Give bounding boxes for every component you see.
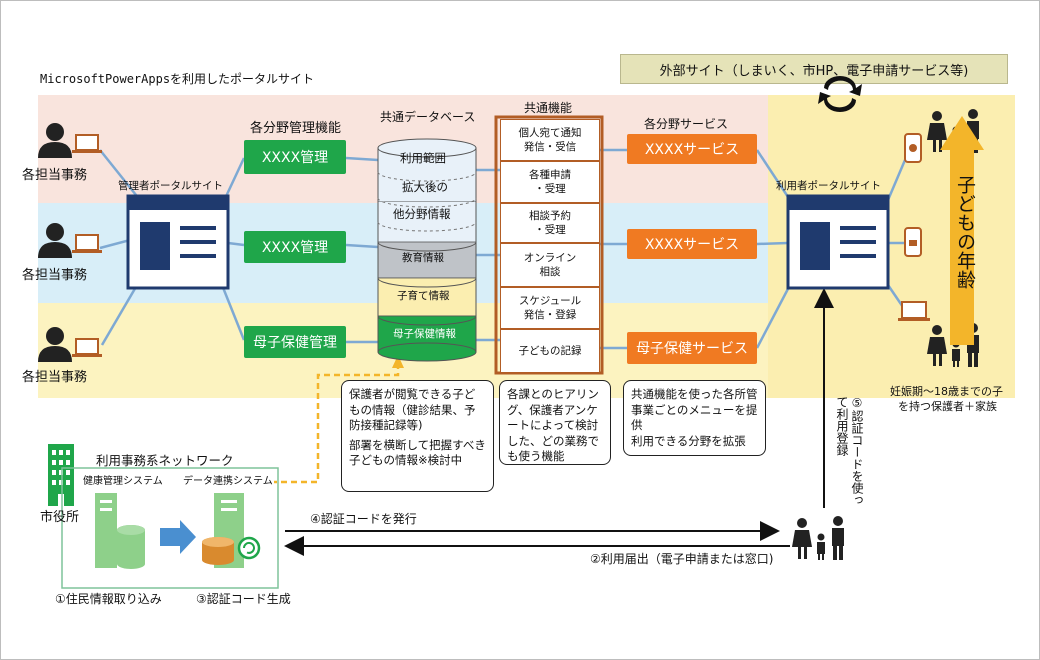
- database-note: 保護者が閲覧できる子どもの情報（健診結果、予防接種記録等) 部署を横断して把握す…: [341, 380, 494, 492]
- admin-portal-window: [126, 194, 230, 290]
- transfer-arrow-icon: [160, 520, 196, 554]
- database-cylinder: [377, 138, 477, 362]
- target-caption-2: を持つ保護者＋家族: [898, 400, 997, 413]
- function-consultation-booking: 相談予約 ・受理: [500, 203, 600, 243]
- user-portal-window: [786, 194, 890, 290]
- database-note-text-2: 部署を横断して把握すべき子どもの情報※検討中: [349, 437, 486, 468]
- child-age-label: 子どもの年齢: [954, 175, 976, 289]
- services-note: 共通機能を使った各所管事業ごとのメニューを提供 利用できる分野を拡張: [623, 380, 766, 456]
- function-child-record: 子どもの記録: [500, 329, 600, 373]
- functions-heading: 共通機能: [524, 101, 573, 115]
- management-box-1: XXXX管理: [244, 140, 346, 174]
- data-system-label: データ連携システム: [183, 476, 273, 487]
- step3-label: ③認証コード生成: [196, 592, 291, 606]
- database-heading: 共通データベース: [380, 110, 476, 124]
- portal-title: MicrosoftPowerAppsを利用したポータルサイト: [40, 72, 315, 86]
- staff-person-icon: [38, 123, 102, 158]
- step2-label: ②利用届出（電子申請または窓口): [590, 552, 774, 566]
- city-office-building-icon: [48, 444, 74, 506]
- functions-note-text: 各課とのヒアリング、保護者アンケートによって検討した、どの業務でも使う機能: [507, 387, 599, 464]
- function-schedule: スケジュール 発信・登録: [500, 287, 600, 329]
- step4-label: ④認証コードを発行: [310, 512, 417, 526]
- function-application: 各種申請 ・受理: [500, 161, 600, 203]
- functions-note: 各課とのヒアリング、保護者アンケートによって検討した、どの業務でも使う機能: [499, 380, 611, 465]
- staff-label-2: 各担当事務: [22, 268, 88, 283]
- target-caption-1: 妊娠期～18歳までの子: [890, 385, 1003, 398]
- data-system-server-icon: [202, 493, 261, 568]
- laptop-icon: [898, 301, 930, 321]
- db-layer-1: 利用範囲: [400, 151, 446, 165]
- management-heading: 各分野管理機能: [250, 121, 342, 136]
- db-layer-5: 子育て情報: [397, 290, 450, 302]
- external-site-banner: 外部サイト（しまいく、市HP、電子申請サービス等): [620, 54, 1008, 84]
- city-office-label: 市役所: [40, 510, 80, 525]
- management-box-3: 母子保健管理: [244, 326, 346, 358]
- staff-label-3: 各担当事務: [22, 370, 88, 385]
- service-box-2: XXXXサービス: [627, 229, 757, 259]
- health-system-server-icon: [95, 493, 145, 569]
- staff-label-1: 各担当事務: [22, 168, 88, 183]
- admin-portal-label: 管理者ポータルサイト: [118, 180, 223, 192]
- db-layer-3: 他分野情報: [393, 207, 451, 221]
- services-note-text-1: 共通機能を使った各所管事業ごとのメニューを提供: [631, 387, 758, 433]
- network-label: 利用事務系ネットワーク: [96, 453, 234, 468]
- management-box-2: XXXX管理: [244, 231, 346, 263]
- smartphone-icon: [904, 133, 922, 163]
- step1-label: ①住民情報取り込み: [55, 592, 162, 606]
- service-box-1: XXXXサービス: [627, 134, 757, 164]
- step5-label: ⑤認証コードを使って利用登録: [835, 396, 864, 506]
- health-system-label: 健康管理システム: [83, 476, 163, 487]
- service-box-3: 母子保健サービス: [627, 332, 757, 364]
- db-layer-2: 拡大後の: [402, 180, 448, 194]
- services-note-text-2: 利用できる分野を拡張: [631, 433, 746, 448]
- services-heading: 各分野サービス: [644, 117, 729, 131]
- function-online-consultation: オンライン 相談: [500, 243, 600, 287]
- user-portal-label: 利用者ポータルサイト: [776, 180, 881, 192]
- db-layer-6: 母子保健情報: [393, 328, 456, 340]
- android-phone-icon: [904, 227, 922, 257]
- db-layer-4: 教育情報: [402, 252, 444, 264]
- database-note-text-1: 保護者が閲覧できる子どもの情報（健診結果、予防接種記録等): [349, 387, 476, 433]
- function-notification: 個人宛て通知 発信・受信: [500, 119, 600, 161]
